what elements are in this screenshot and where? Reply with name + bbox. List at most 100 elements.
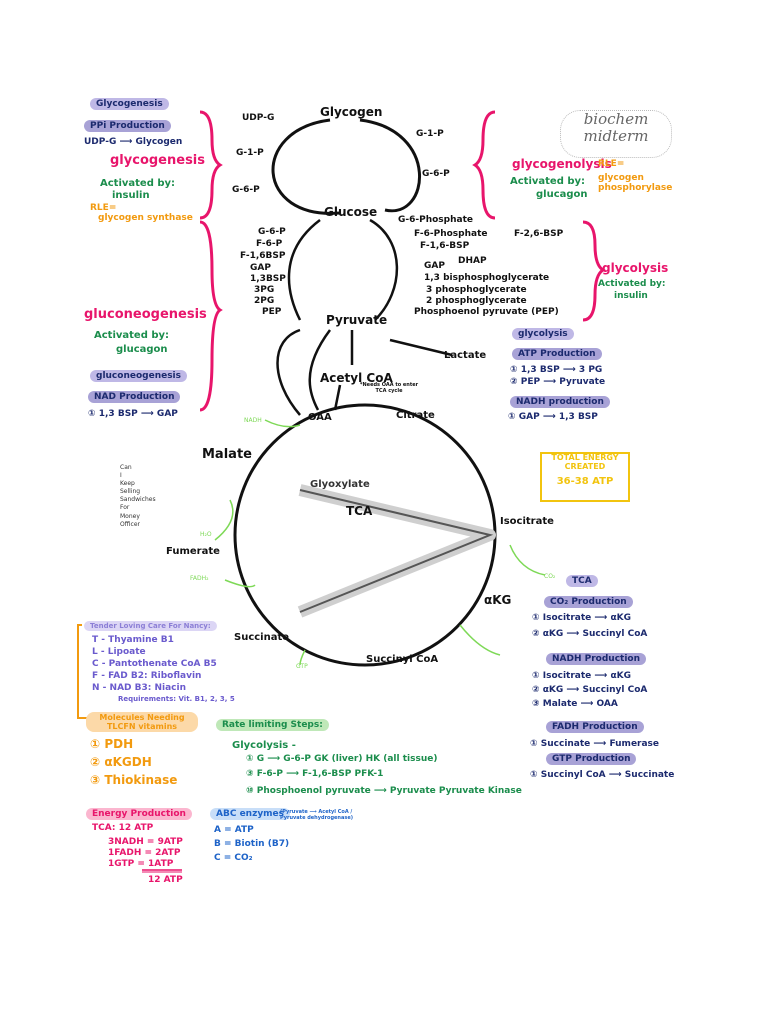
g6p-right: G-6-P	[422, 169, 450, 179]
fadh-step: ① Succinate ⟶ Fumerase	[530, 739, 660, 749]
glycogenesis-rle: RLE=	[90, 203, 117, 213]
f16bp-l: F-1,6BSP	[240, 251, 286, 261]
oaa: OAA	[308, 412, 332, 423]
pg2: 2 phosphoglycerate	[426, 296, 527, 306]
vitamin-req: Requirements: Vit. B1, 2, 3, 5	[118, 695, 235, 703]
glycogen: Glycogen	[320, 105, 383, 119]
gluconeogenesis-activated: Activated by:	[94, 330, 170, 341]
f16bp-right: F-1,6-BSP	[420, 241, 470, 251]
nadh-label-left: NADH	[244, 417, 262, 424]
dhap: DHAP	[458, 256, 487, 266]
nad-step: ① 1,3 BSP ⟶ GAP	[88, 409, 178, 419]
gtp-label: GTP	[296, 663, 308, 670]
glycogenolysis-activated: Activated by:	[510, 176, 586, 187]
co2-label: CO₂	[544, 573, 556, 580]
nadh-tca-step-1: ① Isocitrate ⟶ αKG	[532, 671, 631, 681]
abc-row-1: A = ATP	[214, 825, 254, 835]
acetyl-citrate	[333, 384, 342, 411]
f26bp: F-2,6-BSP	[514, 229, 564, 239]
glycogenesis-activated: Activated by:	[100, 178, 176, 189]
glycogenesis-tag: Glycogenesis	[90, 98, 169, 110]
rate-limiting-sub: Glycolysis -	[232, 740, 296, 751]
energy-line-2: CREATED	[564, 461, 606, 471]
abc-note: (Pyruvate ⟶ Acetyl CoA / Pyruvate dehydr…	[280, 809, 354, 821]
vitamin-row-5: N - NAD B3: Niacin	[92, 683, 187, 693]
fadh2-label: FADH₂	[190, 575, 209, 582]
acetyl-note: *Needs OAA to enter TCA cycle	[359, 382, 419, 394]
fadh-production-label: FADH Production	[546, 721, 644, 733]
abc-row-2: B = Biotin (B7)	[214, 839, 290, 849]
pyruvate: Pyruvate	[326, 313, 388, 327]
vitamin-row-1: T - Thyamine B1	[92, 635, 174, 645]
rate-limiting-label: Rate limiting Steps:	[216, 719, 329, 731]
g6p-phosphate: G-6-Phosphate	[398, 215, 473, 225]
glycogenesis-name: glycogenesis	[110, 153, 205, 168]
g6p-l: G-6-P	[258, 227, 286, 237]
glycogenolysis-activator: glucagon	[536, 189, 588, 200]
glycogenesis-activator: insulin	[112, 190, 150, 201]
nadh-step: ① GAP ⟶ 1,3 BSP	[508, 412, 598, 422]
f6p-phosphate: F-6-Phosphate	[414, 229, 488, 239]
gluconeogenesis-arrow	[287, 219, 321, 321]
fumerate: Fumerate	[166, 546, 220, 557]
glycogenolysis-rle: RLE=	[598, 159, 625, 169]
glycolysis-activated: Activated by:	[598, 279, 666, 289]
molecule-2: ② αKGDH	[90, 755, 152, 769]
succinyl-coa: Succinyl CoA	[366, 654, 439, 665]
title-art: biochem midterm	[560, 110, 672, 158]
glyoxylate-shunt	[297, 484, 496, 618]
energy-line-1: TOTAL ENERGY	[551, 453, 619, 462]
atp-step-1: ① 1,3 BSP ⟶ 3 PG	[510, 365, 603, 375]
vitamin-row-2: L - Lipoate	[92, 647, 146, 657]
glycogenolysis-name: glycogenolysis	[512, 157, 612, 171]
brace-glycogenolysis	[472, 110, 496, 220]
energy-row-2: 3NADH = 9ATP	[108, 837, 183, 847]
co2-production-label: CO₂ Production	[544, 596, 633, 608]
lactate-arrow	[389, 338, 453, 357]
total-energy-box: TOTAL ENERGY CREATED 36-38 ATP	[540, 452, 630, 502]
molecule-3: ③ Thiokinase	[90, 773, 178, 787]
g1p-left: G-1-P	[236, 148, 264, 158]
gtp-step: ① Succinyl CoA ⟶ Succinate	[530, 770, 675, 780]
atp-production-label: ATP Production	[512, 348, 602, 360]
gtp-production-label: GTP Production	[546, 753, 637, 765]
pg3-l: 3PG	[254, 285, 275, 295]
succinate: Succinate	[234, 632, 290, 643]
energy-row-3: 1FADH = 2ATP	[108, 848, 181, 858]
brace-glycogenesis	[199, 110, 223, 220]
tca-circle	[233, 403, 497, 667]
energy-production-label: Energy Production	[86, 808, 192, 820]
glycogen-loop	[271, 118, 341, 215]
pg2-l: 2PG	[254, 296, 275, 306]
gluconeogenesis-tag: gluconeogenesis	[90, 370, 188, 382]
nadh-tca-step-3: ③ Malate ⟶ OAA	[532, 699, 618, 709]
brace-glycolysis	[582, 220, 606, 322]
gluconeogenesis-activator: glucagon	[116, 344, 168, 355]
g6p-left: G-6-P	[232, 185, 260, 195]
atp-step-2: ② PEP ⟶ Pyruvate	[510, 377, 606, 387]
tca-label: TCA	[346, 504, 373, 518]
oaa-return	[276, 328, 301, 416]
glyoxylate: Glyoxylate	[310, 479, 370, 490]
ppi-step: UDP-G ⟶ Glycogen	[84, 137, 183, 147]
glycolysis-arrow	[369, 218, 399, 321]
oaa-arrow	[308, 329, 332, 411]
energy-total: 12 ATP	[148, 875, 183, 885]
vitamins-title: Tender Loving Care For Nancy:	[84, 621, 217, 631]
isocitrate: Isocitrate	[500, 516, 554, 527]
acetyl-coa: Acetyl CoA	[320, 371, 393, 385]
molecule-1: ① PDH	[90, 737, 134, 751]
udpg: UDP-G	[242, 113, 275, 123]
nadh-production-tca-label: NADH Production	[546, 653, 647, 665]
energy-row-4: 1GTP = 1ATP	[108, 859, 174, 869]
glycolysis-tag: glycolysis	[512, 328, 574, 340]
glycogen-loop-right	[359, 118, 422, 213]
bpg13: 1,3 bisphosphoglycerate	[424, 273, 550, 283]
glycolysis-activator: insulin	[614, 291, 648, 301]
energy-row-1: TCA: 12 ATP	[92, 823, 154, 833]
glucose: Glucose	[324, 205, 378, 219]
g1p-right: G-1-P	[416, 129, 444, 139]
vitamin-row-3: C - Pantothenate CoA B5	[92, 659, 217, 669]
rate-row-2: ③ F-6-P ⟶ F-1,6-BSP PFK-1	[246, 769, 384, 779]
